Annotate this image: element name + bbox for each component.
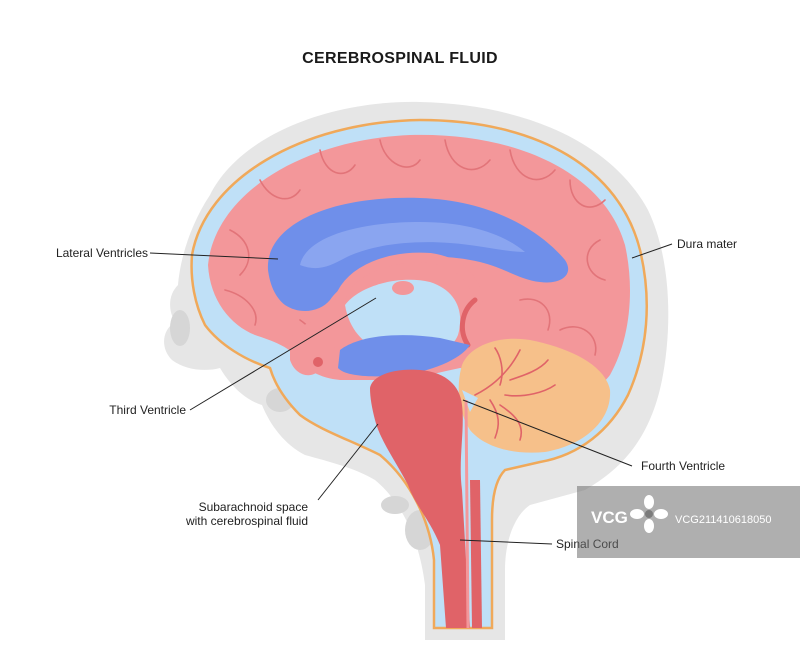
label-subarachnoid-line1: Subarachnoid space	[198, 500, 308, 514]
watermark-flower-icon	[630, 495, 668, 533]
brainstem	[370, 369, 470, 628]
label-third-ventricle: Third Ventricle	[109, 403, 186, 417]
diagram-title: CEREBROSPINAL FLUID	[302, 50, 498, 67]
label-subarachnoid-line2: with cerebrospinal fluid	[185, 514, 308, 528]
label-lateral-ventricles: Lateral Ventricles	[55, 246, 148, 260]
lateral-ventricle-lower	[338, 335, 470, 377]
pituitary	[313, 357, 323, 367]
pineal-region	[459, 297, 478, 348]
lateral-ventricle-inner	[300, 222, 525, 269]
skull-bone	[170, 310, 190, 346]
interthalamic-adhesion	[392, 281, 414, 295]
skull-bone	[381, 496, 409, 514]
cerebellum	[458, 338, 611, 453]
watermark-id: VCG211410618050	[675, 514, 772, 526]
leader-lines	[149, 243, 673, 545]
label-fourth-ventricle: Fourth Ventricle	[641, 459, 726, 473]
cortex-folds	[224, 139, 606, 359]
corpus-callosum	[335, 252, 483, 305]
watermark: VCG VCG211410618050	[577, 486, 800, 558]
label-dura-mater: Dura mater	[677, 237, 738, 251]
fourth-ventricle	[462, 390, 478, 412]
watermark-logo: VCG	[591, 508, 628, 527]
arbor-vitae	[474, 347, 556, 441]
spinal-cord	[470, 480, 482, 628]
hypothalamus	[290, 321, 337, 376]
central-canal	[464, 399, 470, 629]
